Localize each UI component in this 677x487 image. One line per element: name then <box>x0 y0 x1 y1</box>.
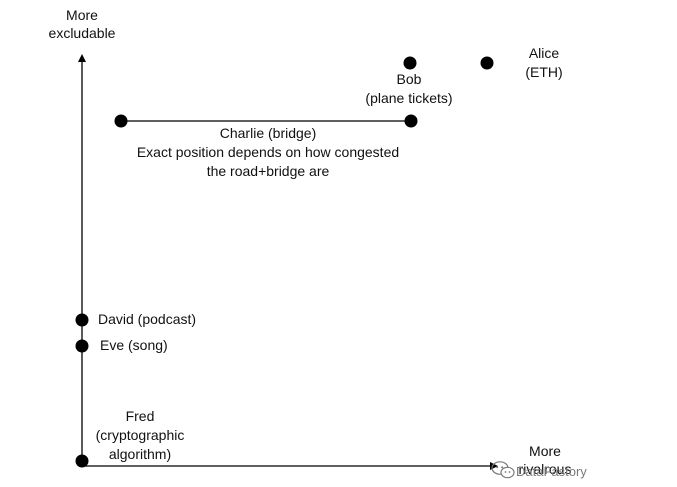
bob-label-line-1: Bob <box>397 71 422 87</box>
eve-point <box>75 339 89 353</box>
david-point <box>75 313 89 327</box>
fred-point <box>75 454 89 468</box>
bob-label-line-2: (plane tickets) <box>365 90 452 106</box>
watermark: DataFastory <box>491 461 587 479</box>
wechat-icon <box>491 461 515 479</box>
alice-point <box>480 56 494 70</box>
alice-label-line-1: Alice <box>529 45 560 61</box>
y-axis-label-line-1: More <box>66 7 98 23</box>
watermark-text: DataFastory <box>516 464 587 479</box>
charlie-label-line-3: the road+bridge are <box>207 163 330 179</box>
fred-label-line-3: algorithm) <box>109 446 171 462</box>
alice-label-line-2: (ETH) <box>525 64 562 80</box>
charlie-label-line-1: Charlie (bridge) <box>220 125 316 141</box>
fred-label-line-2: (cryptographic <box>96 427 185 443</box>
charlie-point-right <box>404 114 418 128</box>
charlie-point-left <box>114 114 128 128</box>
x-axis-label-line-2: rivalrous <box>519 461 572 477</box>
y-axis-label-line-2: excludable <box>49 25 116 41</box>
fred-label-line-1: Fred <box>126 408 155 424</box>
x-axis-label-line-1: More <box>529 443 561 459</box>
david-label: David (podcast) <box>98 311 196 327</box>
charlie-label-line-2: Exact position depends on how congested <box>137 144 399 160</box>
eve-label: Eve (song) <box>100 337 168 353</box>
bob-point <box>403 56 417 70</box>
